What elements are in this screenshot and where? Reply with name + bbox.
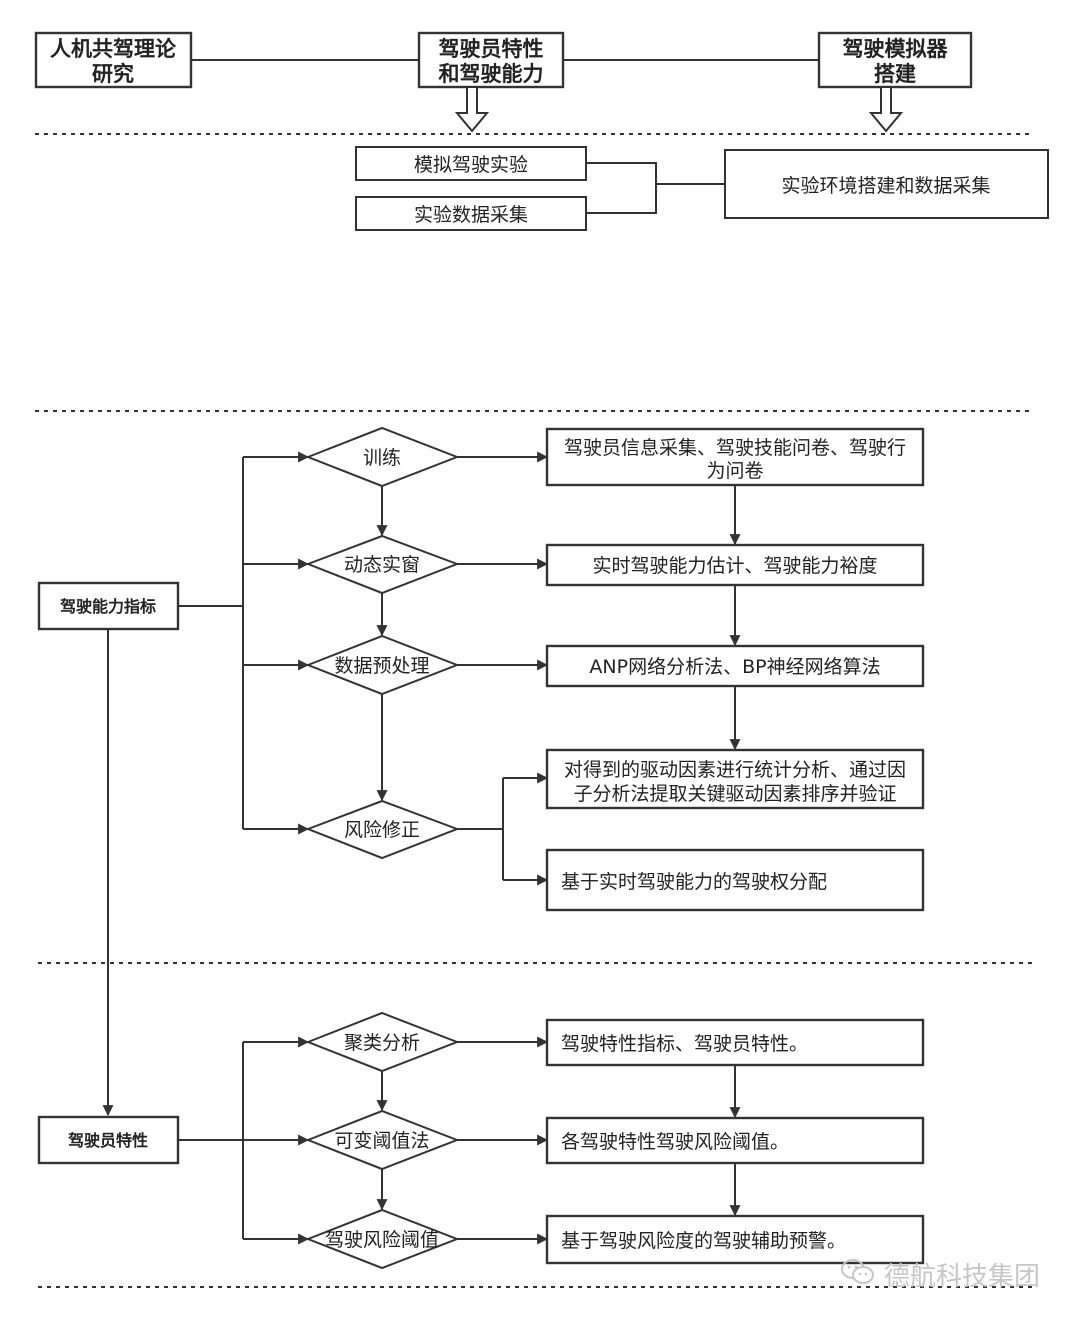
diamond-label: 风险修正 bbox=[344, 819, 420, 841]
box-label: 基于驾驶风险度的驾驶辅助预警。 bbox=[561, 1230, 846, 1252]
box-label: 实验数据采集 bbox=[414, 204, 528, 226]
hollow-down-arrow bbox=[868, 86, 904, 133]
box-label: 驾驶能力指标 bbox=[59, 597, 156, 616]
box-label: 人机共驾理论 bbox=[50, 37, 177, 61]
diamond-risk-correction: 风险修正 bbox=[305, 799, 460, 860]
diamond-label: 动态实窗 bbox=[344, 554, 420, 576]
anp-bp-algorithm-box: ANP网络分析法、BP神经网络算法 bbox=[545, 644, 925, 688]
box-label: 为问卷 bbox=[706, 460, 763, 482]
box-label: 实时驾驶能力估计、驾驶能力裕度 bbox=[592, 555, 877, 577]
driving-ability-index-box: 驾驶能力指标 bbox=[37, 581, 180, 631]
hollow-down-arrow bbox=[454, 86, 490, 133]
box-label: 实验环境搭建和数据采集 bbox=[781, 175, 990, 197]
diamond-training: 训练 bbox=[305, 426, 460, 488]
diamond-variable-threshold: 可变阈值法 bbox=[305, 1109, 460, 1171]
watermark-text: 德航科技集团 bbox=[884, 1261, 1041, 1292]
control-authority-allocation-box: 基于实时驾驶能力的驾驶权分配 bbox=[545, 848, 925, 912]
diamond-label: 可变阈值法 bbox=[334, 1130, 429, 1152]
diamond-data-preprocessing: 数据预处理 bbox=[305, 634, 460, 696]
realtime-ability-estimation-box: 实时驾驶能力估计、驾驶能力裕度 bbox=[545, 543, 925, 587]
box-label: 子分析法提取关键驱动因素排序并验证 bbox=[573, 783, 896, 805]
risk-threshold-box: 各驾驶特性驾驶风险阈值。 bbox=[545, 1116, 925, 1165]
hci-codriving-theory-box: 人机共驾理论 研究 bbox=[34, 31, 193, 89]
experiment-data-collection-box: 实验数据采集 bbox=[355, 196, 587, 231]
driver-info-survey-box: 驾驶员信息采集、驾驶技能问卷、驾驶行 为问卷 bbox=[545, 427, 925, 487]
wechat-icon bbox=[840, 1258, 876, 1291]
box-label: 模拟驾驶实验 bbox=[414, 154, 528, 176]
box-label: 研究 bbox=[92, 62, 134, 86]
box-label: 基于实时驾驶能力的驾驶权分配 bbox=[561, 871, 827, 893]
bracket-connector bbox=[586, 162, 657, 214]
driving-simulator-box: 驾驶模拟器 搭建 bbox=[817, 31, 973, 89]
box-label: 驾驶特性指标、驾驶员特性。 bbox=[561, 1033, 808, 1055]
box-label: 驾驶模拟器 bbox=[843, 37, 949, 61]
simulated-driving-experiment-box: 模拟驾驶实验 bbox=[355, 146, 587, 181]
box-label: 驾驶员特性 bbox=[67, 1131, 148, 1150]
box-label: ANP网络分析法、BP神经网络算法 bbox=[589, 656, 880, 678]
diamond-dynamic-window: 动态实窗 bbox=[305, 534, 460, 595]
box-label: 对得到的驱动因素进行统计分析、通过因 bbox=[564, 759, 906, 781]
driving-trait-index-box: 驾驶特性指标、驾驶员特性。 bbox=[545, 1018, 925, 1067]
driving-factor-analysis-box: 对得到的驱动因素进行统计分析、通过因 子分析法提取关键驱动因素排序并验证 bbox=[545, 748, 925, 810]
env-setup-data-collection-box: 实验环境搭建和数据采集 bbox=[724, 149, 1049, 219]
box-label: 各驾驶特性驾驶风险阈值。 bbox=[561, 1131, 789, 1153]
box-label: 搭建 bbox=[874, 62, 916, 86]
diamond-label: 数据预处理 bbox=[334, 655, 429, 677]
diamond-label: 聚类分析 bbox=[344, 1032, 420, 1054]
diamond-risk-threshold: 驾驶风险阈值 bbox=[305, 1208, 460, 1270]
diamond-label: 驾驶风险阈值 bbox=[325, 1229, 439, 1251]
box-label: 驾驶员特性 bbox=[439, 37, 544, 61]
driving-assist-warning-box: 基于驾驶风险度的驾驶辅助预警。 bbox=[545, 1214, 925, 1265]
watermark: 德航科技集团 bbox=[840, 1254, 1055, 1294]
driver-traits-ability-box: 驾驶员特性 和驾驶能力 bbox=[417, 31, 565, 89]
box-label: 驾驶员信息采集、驾驶技能问卷、驾驶行 bbox=[564, 437, 906, 459]
box-label: 和驾驶能力 bbox=[439, 62, 544, 86]
driver-traits-box: 驾驶员特性 bbox=[37, 1115, 180, 1165]
diamond-label: 训练 bbox=[363, 447, 401, 469]
diamond-cluster-analysis: 聚类分析 bbox=[305, 1011, 460, 1073]
